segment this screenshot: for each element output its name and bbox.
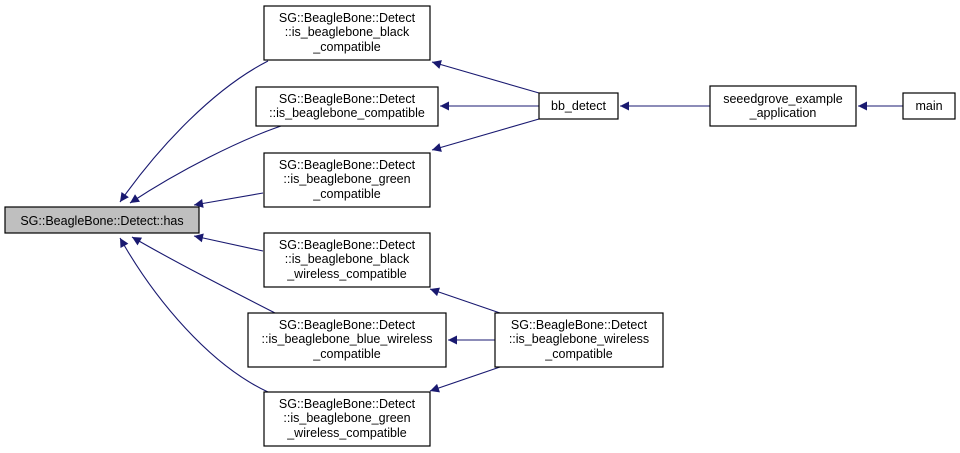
node-label: SG::BeagleBone::Detect	[279, 158, 416, 172]
node-is-beaglebone-black-wireless-compatible[interactable]: SG::BeagleBone::Detect ::is_beaglebone_b…	[263, 232, 431, 288]
node-label: _application	[749, 106, 817, 120]
node-is-beaglebone-green-compatible[interactable]: SG::BeagleBone::Detect ::is_beaglebone_g…	[263, 152, 431, 208]
node-is-beaglebone-blue-wireless-compatible[interactable]: SG::BeagleBone::Detect ::is_beaglebone_b…	[247, 312, 447, 368]
node-label: SG::BeagleBone::Detect	[279, 397, 416, 411]
node-label: _compatible	[312, 40, 380, 54]
node-label: main	[915, 99, 942, 113]
node-label: ::is_beaglebone_green	[283, 411, 410, 425]
edge-green-wireless-to-has	[119, 237, 269, 393]
node-label: _compatible	[312, 187, 380, 201]
edge-blue-wireless-to-has	[131, 236, 276, 314]
node-main[interactable]: main	[902, 92, 956, 120]
node-label: seeedgrove_example	[723, 92, 843, 106]
node-has[interactable]: SG::BeagleBone::Detect::has	[4, 206, 200, 234]
node-label: SG::BeagleBone::Detect	[279, 11, 416, 25]
node-label: SG::BeagleBone::Detect	[279, 238, 416, 252]
node-is-beaglebone-compatible[interactable]: SG::BeagleBone::Detect ::is_beaglebone_c…	[255, 86, 439, 127]
node-label: _compatible	[312, 347, 380, 361]
node-is-beaglebone-black-compatible[interactable]: SG::BeagleBone::Detect ::is_beaglebone_b…	[263, 5, 431, 61]
edge-green-to-has	[193, 192, 264, 208]
node-label: SG::BeagleBone::Detect	[279, 92, 416, 106]
edge-bbdetect-to-black	[431, 60, 540, 94]
node-label: _compatible	[544, 347, 612, 361]
edge-compat-to-has	[129, 125, 282, 204]
node-seeedgrove-example-application[interactable]: seeedgrove_example _application	[709, 85, 857, 127]
node-label: ::is_beaglebone_wireless	[509, 332, 649, 346]
node-bb-detect[interactable]: bb_detect	[538, 92, 619, 120]
node-label: _wireless_compatible	[286, 267, 407, 281]
node-label: ::is_beaglebone_black	[285, 25, 410, 39]
node-label: bb_detect	[551, 99, 606, 113]
edge-bbdetect-to-green	[431, 118, 540, 152]
node-label: SG::BeagleBone::Detect	[511, 318, 648, 332]
edge-black-wireless-to-has	[193, 233, 264, 252]
node-label: ::is_beaglebone_compatible	[269, 106, 425, 120]
edge-black-to-has	[119, 60, 269, 203]
node-label: ::is_beaglebone_black	[285, 252, 410, 266]
node-label: ::is_beaglebone_green	[283, 172, 410, 186]
node-is-beaglebone-green-wireless-compatible[interactable]: SG::BeagleBone::Detect ::is_beaglebone_g…	[263, 391, 431, 447]
edge-wireless-to-black-wireless	[429, 287, 501, 314]
node-label: ::is_beaglebone_blue_wireless	[262, 332, 433, 346]
node-is-beaglebone-wireless-compatible[interactable]: SG::BeagleBone::Detect ::is_beaglebone_w…	[494, 312, 664, 368]
edge-wireless-to-green-wireless	[429, 366, 501, 393]
node-label: _wireless_compatible	[286, 426, 407, 440]
node-label: SG::BeagleBone::Detect	[279, 318, 416, 332]
node-label: SG::BeagleBone::Detect::has	[20, 214, 183, 228]
